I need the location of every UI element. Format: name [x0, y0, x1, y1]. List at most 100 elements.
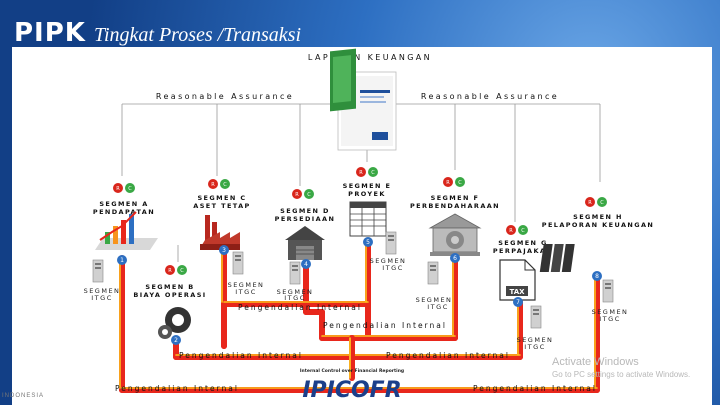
itgc-label: ITGC: [91, 294, 112, 302]
segment-b-sub: BIAYA OPERASI: [133, 291, 206, 299]
c-label: C: [180, 268, 184, 274]
laporan-keuangan-label: LAPORAN KEUANGAN: [308, 53, 432, 62]
pengendalian-label-3: Pengendalian Internal: [179, 351, 303, 360]
segment-d: R C SEGMEN D PERSEDIAAN 4 SEGMEN ITGC: [275, 189, 336, 302]
itgc-segmen-label: SEGMEN: [228, 281, 265, 289]
segment-e: R C SEGMEN E PROYEK 5 SEGMEN ITGC: [343, 167, 407, 272]
server-icon: [602, 279, 614, 303]
segment-number-badge: [301, 259, 311, 269]
segment-h: R C SEGMEN H PELAPORAN KEUANGAN 8 SEGMEN…: [539, 197, 654, 323]
segment-a-sub: PENDAPATAN: [93, 208, 155, 216]
segment-f: R C SEGMEN F PERBENDAHARAAN 6 SEGMEN ITG…: [410, 177, 499, 311]
control-dot: [368, 167, 378, 177]
control-dot: [304, 189, 314, 199]
pengendalian-label-5: Pengendalian Internal: [115, 384, 239, 393]
segment-number: 3: [222, 247, 226, 254]
segment-number: 8: [595, 273, 599, 280]
pengendalian-label-4: Pengendalian Internal: [386, 351, 510, 360]
segment-b-name: SEGMEN B: [145, 283, 194, 291]
segment-number: 7: [516, 299, 520, 306]
segment-number-badge: [513, 297, 523, 307]
segment-c-name: SEGMEN C: [197, 194, 246, 202]
server-icon: [232, 251, 244, 275]
segment-c: R C SEGMEN C ASET TETAP 3 SEGMEN ITGC: [193, 179, 265, 296]
risk-dot: [292, 189, 302, 199]
control-dot: [125, 183, 135, 193]
control-dot: [518, 225, 528, 235]
c-label: C: [371, 170, 375, 176]
itgc-label: ITGC: [427, 303, 448, 311]
pengendalian-label-6: Pengendalian Internal: [473, 384, 597, 393]
segment-number: 5: [366, 239, 370, 246]
svg-text:TAX: TAX: [509, 288, 525, 296]
segment-d-name: SEGMEN D: [280, 207, 330, 215]
itgc-segmen-label: SEGMEN: [592, 308, 629, 316]
control-dot: [597, 197, 607, 207]
assurance-connectors: [121, 103, 601, 262]
risk-dot: [585, 197, 595, 207]
r-label: R: [116, 186, 120, 192]
pengendalian-label-1: Pengendalian Internal: [238, 303, 362, 312]
server-icon: [92, 259, 104, 283]
itgc-segmen-label: SEGMEN: [416, 296, 453, 304]
page-title: PIPK Tingkat Proses /Transaksi: [14, 18, 301, 48]
icofr-logo-text: IPICOFR: [302, 378, 401, 403]
icofr-logo: Internal Control over Financial Reportin…: [300, 368, 404, 403]
segment-b: R C SEGMEN B BIAYA OPERASI 2: [133, 265, 206, 345]
segment-e-sub: PROYEK: [348, 190, 386, 198]
treasury-building-icon: [428, 213, 482, 256]
pengendalian-label-2: Pengendalian Internal: [323, 321, 447, 330]
risk-dot: [165, 265, 175, 275]
segment-number: 6: [453, 255, 457, 262]
r-label: R: [446, 180, 450, 186]
risk-dot: [113, 183, 123, 193]
segment-number-badge: [450, 253, 460, 263]
itgc-segmen-label: SEGMEN: [370, 257, 407, 265]
itgc-label: ITGC: [235, 288, 256, 296]
control-dot: [455, 177, 465, 187]
risk-dot: [506, 225, 516, 235]
factory-icon: [200, 215, 240, 250]
c-label: C: [458, 180, 462, 186]
r-label: R: [295, 192, 299, 198]
itgc-segmen-label: SEGMEN: [277, 288, 314, 296]
r-label: R: [588, 200, 592, 206]
activate-windows-hint: Go to PC settings to activate Windows.: [552, 370, 691, 379]
r-label: R: [211, 182, 215, 188]
risk-dot: [443, 177, 453, 187]
segment-f-name: SEGMEN F: [431, 194, 480, 202]
segment-number-badge: [592, 271, 602, 281]
segment-number-badge: [117, 255, 127, 265]
financial-report-book-icon: [330, 48, 397, 151]
activate-windows-watermark: Activate Windows: [552, 356, 639, 368]
control-dot: [220, 179, 230, 189]
itgc-segmen-label: SEGMEN: [517, 336, 554, 344]
server-icon: [385, 231, 397, 255]
risk-dot: [356, 167, 366, 177]
itgc-label: ITGC: [599, 315, 620, 323]
itgc-segmen-label: SEGMEN: [84, 287, 121, 295]
control-pipes: [119, 239, 600, 393]
segment-number-badge: [363, 237, 373, 247]
tax-document-icon: TAX: [499, 259, 536, 301]
risk-dot: [208, 179, 218, 189]
segment-c-sub: ASET TETAP: [193, 202, 250, 210]
segment-number-badge: [219, 245, 229, 255]
segment-a: R C SEGMEN A PENDAPATAN 1 SEGMEN ITGC: [84, 183, 158, 302]
growth-chart-icon: [95, 211, 158, 250]
c-label: C: [128, 186, 132, 192]
segment-d-sub: PERSEDIAAN: [275, 215, 336, 223]
r-label: R: [359, 170, 363, 176]
segment-number: 1: [120, 257, 124, 264]
server-icon: [530, 305, 542, 329]
segment-h-name: SEGMEN H: [573, 213, 623, 221]
title-main: PIPK: [14, 18, 86, 48]
segment-number: 2: [174, 337, 178, 344]
itgc-label: ITGC: [284, 294, 305, 302]
server-icon: [427, 261, 439, 285]
segment-h-sub: PELAPORAN KEUANGAN: [542, 221, 654, 229]
server-icon: [289, 261, 301, 285]
segment-a-name: SEGMEN A: [99, 200, 148, 208]
project-table-icon: [349, 201, 387, 237]
